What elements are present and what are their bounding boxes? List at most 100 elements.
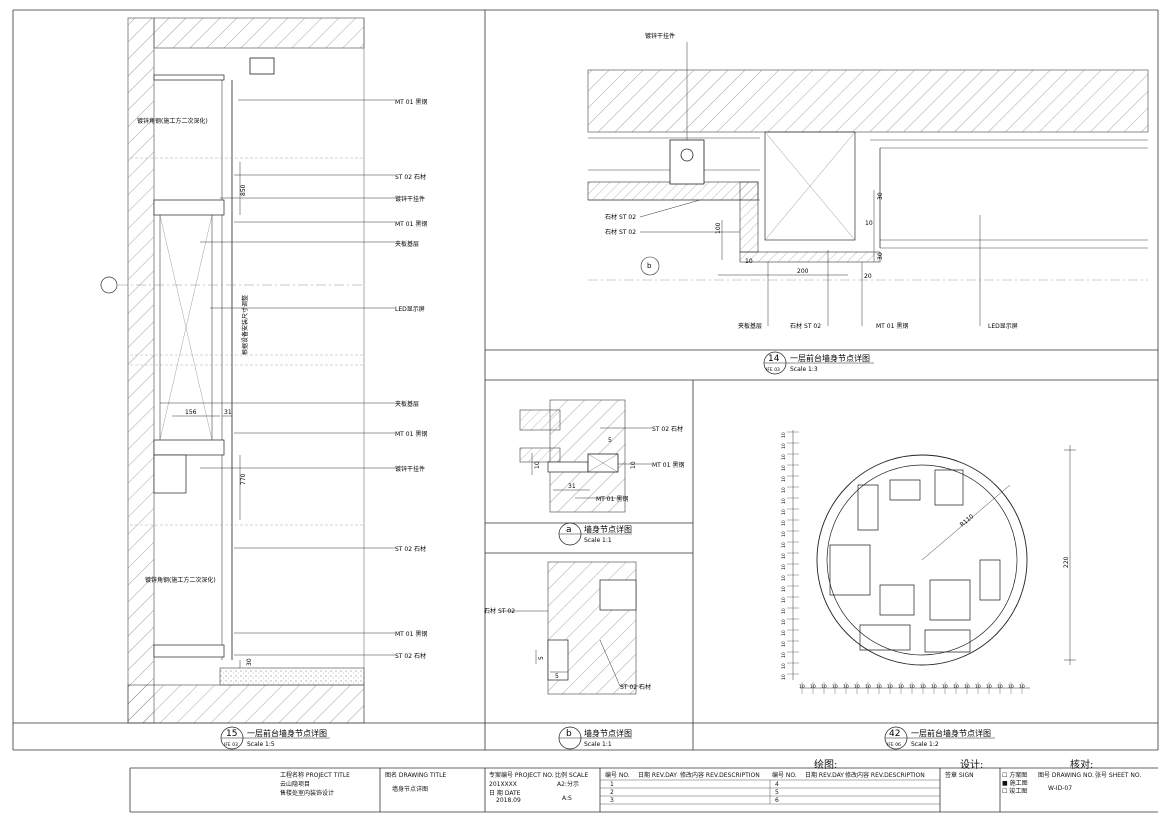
project-name-2: 售楼处室内装饰设计: [280, 790, 335, 797]
label-hanger-2: 镀锌干挂件: [395, 465, 425, 473]
svg-text:b: b: [566, 729, 572, 739]
ruler-tick-label: 10: [781, 520, 787, 526]
drawing-no-label: 图号 DRAWING NO.: [1038, 772, 1094, 779]
rev-row: 2: [610, 789, 614, 796]
svg-text:a: a: [566, 525, 572, 535]
label-led: LED显示屏: [395, 306, 425, 313]
ruler-tick-label: 10: [781, 641, 787, 647]
design-label: 设计:: [960, 760, 984, 771]
dim-5-a: 5: [608, 437, 612, 444]
ruler-tick-label: 10: [964, 684, 970, 690]
drawing-no: W-ID-07: [1048, 785, 1073, 792]
ruler-tick-label: 10: [781, 575, 787, 581]
rev-row: 6: [775, 797, 779, 804]
ruler-tick-label: 10: [781, 498, 787, 504]
svg-text:Scale 1:1: Scale 1:1: [584, 741, 612, 748]
ruler-tick-label: 10: [781, 465, 787, 471]
ruler-tick-label: 10: [781, 663, 787, 669]
scale-value-2: A:S: [562, 795, 572, 802]
ruler-tick-label: 10: [898, 684, 904, 690]
ruler-tick-label: 10: [781, 531, 787, 537]
label-adjust: 根据设备安装尺寸调整: [241, 295, 249, 355]
detail-drawing-42: [792, 430, 1076, 689]
ruler-tick-label: 10: [799, 684, 805, 690]
rev-desc-label: 修改内容 REV.DESCRIPTION: [680, 772, 760, 779]
svg-text:Scale 1:5: Scale 1:5: [247, 741, 275, 748]
ruler-tick-label: 10: [953, 684, 959, 690]
ruler-tick-label: 10: [920, 684, 926, 690]
wall-hatch-left: [127, 17, 155, 724]
dim-770: 770: [240, 473, 247, 485]
svg-text:IFE 03: IFE 03: [766, 367, 780, 373]
ruler-tick-label: 10: [876, 684, 882, 690]
rev-row: 5: [775, 789, 779, 796]
svg-text:一层前台墙身节点详图: 一层前台墙身节点详图: [247, 728, 327, 738]
project-title-label: 工程名称 PROJECT TITLE: [280, 772, 350, 779]
svg-text:墙身节点详图: 墙身节点详图: [584, 728, 632, 738]
scale-label: 比例 SCALE: [555, 772, 589, 779]
ruler-tick-label: 10: [975, 684, 981, 690]
drawing-title-label: 图名 DRAWING TITLE: [385, 772, 447, 779]
dim-31-a: 31: [568, 483, 576, 490]
ruler-tick-label: 10: [781, 509, 787, 515]
rev-no-label-2: 编号 NO.: [772, 772, 797, 779]
title-b: b 墙身节点详图 Scale 1:1: [558, 726, 632, 750]
ruler-tick-label: 10: [909, 684, 915, 690]
sign-label: 签章 SIGN: [945, 772, 974, 779]
project-no-label: 专案编号 PROJECT NO.: [489, 772, 554, 779]
svg-text:15: 15: [226, 729, 237, 739]
rev-row: 1: [610, 781, 614, 788]
detail-drawing-14: [587, 42, 1149, 326]
stage-option-checked[interactable]: ■ 施工图: [1002, 780, 1028, 787]
dim-156: 156: [185, 409, 197, 416]
svg-text:一层前台墙身节点详图: 一层前台墙身节点详图: [911, 728, 991, 738]
scale-value: A2:分示: [557, 781, 579, 788]
stage-option[interactable]: ☐ 竣工图: [1002, 788, 1028, 795]
dim-30: 30: [246, 658, 253, 666]
callout-circle: [100, 276, 118, 294]
date-value: 2018.09: [496, 797, 521, 804]
dim-30-14a: 30: [877, 192, 884, 200]
ruler-tick-label: 10: [942, 684, 948, 690]
ruler-tick-label: 10: [781, 597, 787, 603]
svg-text:42: 42: [889, 729, 900, 739]
dim-850: 850: [240, 184, 247, 196]
rev-row: 4: [775, 781, 779, 788]
detail-drawing-15: [100, 17, 395, 724]
title-14: 14 IFE 03 一层前台墙身节点详图 Scale 1:3: [763, 351, 874, 375]
detail-drawing-a: [519, 399, 652, 513]
dim-10-14a: 10: [865, 220, 873, 227]
ruler-tick-label: 10: [854, 684, 860, 690]
ruler-tick-label: 10: [887, 684, 893, 690]
dim-20-14: 20: [864, 273, 872, 280]
dim-10-a: 10: [534, 461, 541, 469]
check-label: 核对:: [1070, 760, 1094, 771]
label-led-14: LED显示屏: [988, 323, 1018, 330]
ruler-tick-label: 10: [821, 684, 827, 690]
ruler-tick-label: 10: [781, 476, 787, 482]
svg-text:Scale 1:1: Scale 1:1: [584, 537, 612, 544]
callout-b-circle: [640, 256, 660, 276]
svg-text:14: 14: [768, 354, 780, 364]
svg-text:IFE 03: IFE 03: [224, 742, 238, 748]
ruler-tick-label: 10: [781, 432, 787, 438]
ruler-tick-label: 10: [781, 619, 787, 625]
ruler-tick-label: 10: [781, 443, 787, 449]
ruler-tick-label: 10: [781, 586, 787, 592]
rev-row: 3: [610, 797, 614, 804]
svg-text:IFE 06: IFE 06: [887, 742, 901, 748]
round-grille-outline: [816, 454, 1028, 666]
project-no: 201XXXX: [489, 781, 517, 788]
ruler-tick-label: 10: [781, 674, 787, 680]
detail-drawing-b: [500, 561, 642, 695]
stage-option[interactable]: ☐ 方案图: [1002, 772, 1028, 779]
